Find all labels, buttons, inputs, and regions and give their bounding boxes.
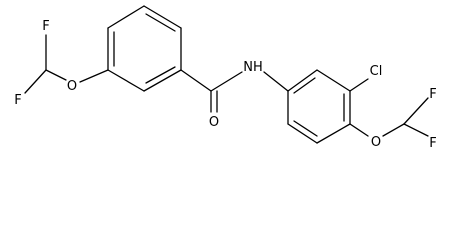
fluorine-atom-top: F — [42, 19, 49, 34]
carbonyl-oxygen: O — [209, 115, 219, 130]
ether-oxygen-right: O — [371, 135, 381, 150]
amide-nitrogen: NH — [243, 60, 263, 75]
right-difluoromethoxy — [349, 97, 429, 137]
right-benzene-ring — [287, 69, 351, 144]
molecule-structure: F F O O NH Cl O F F — [14, 5, 437, 151]
chloro-bond — [349, 78, 369, 92]
fluorine-atom-bottom: F — [14, 93, 21, 108]
fluorine-atom-right-bottom: F — [429, 136, 436, 151]
left-difluoromethoxy — [24, 34, 109, 94]
ether-oxygen-left: O — [67, 79, 77, 94]
fluorine-atom-right-top: F — [429, 87, 436, 102]
left-benzene-ring — [107, 5, 182, 92]
chlorine-atom: Cl — [370, 64, 383, 79]
amide-linkage — [180, 69, 289, 113]
